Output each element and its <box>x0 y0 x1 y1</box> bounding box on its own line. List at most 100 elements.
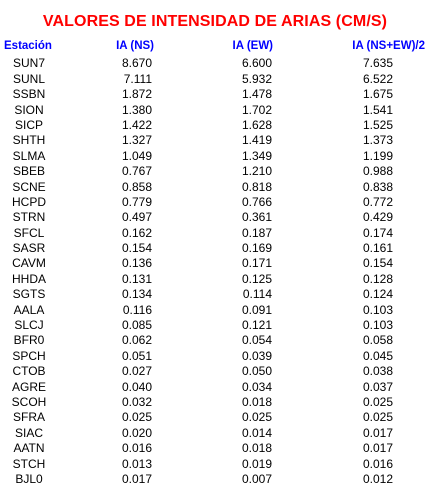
ia-average-cell: 6.522 <box>362 71 393 86</box>
ia-ns-cell: 0.767 <box>121 164 152 179</box>
ia-average-cell: 0.429 <box>362 210 393 225</box>
ia-ns-cell: 0.027 <box>121 364 152 379</box>
ia-ew-cell: 0.050 <box>241 364 272 379</box>
station-cell: SICP <box>14 117 43 132</box>
station-cell: SGTS <box>12 287 46 302</box>
ia-ns-cell: 0.051 <box>121 348 152 363</box>
ia-ns-cell: 7.111 <box>123 71 152 86</box>
ia-ew-cell: 1.419 <box>241 133 272 148</box>
arias-intensity-table: Estación IA (NS) IA (EW) IA (NS+EW)/2 SU… <box>0 39 430 487</box>
station-cell: CTOB <box>12 364 46 379</box>
ia-ns-cell: 1.049 <box>121 148 152 163</box>
station-cell: BFR0 <box>13 333 45 348</box>
ia-average-cell: 0.772 <box>362 194 393 209</box>
ia-ns-cell: 0.497 <box>121 210 152 225</box>
ia-average-cell: 0.838 <box>362 179 393 194</box>
station-cell: SPCH <box>12 348 46 363</box>
ia-average-cell: 0.154 <box>362 256 393 271</box>
table-row: STRN 0.497 0.361 0.429 <box>0 210 430 225</box>
ia-ew-cell: 0.039 <box>241 348 272 363</box>
ia-ns-cell: 0.779 <box>121 194 152 209</box>
header-ia-ns: IA (NS) <box>116 40 154 52</box>
ia-ew-cell: 6.600 <box>241 56 272 71</box>
station-cell: SCNE <box>12 179 46 194</box>
station-cell: AGRE <box>11 379 46 394</box>
ia-average-cell: 0.103 <box>362 318 393 333</box>
ia-average-cell: 1.675 <box>362 87 393 102</box>
station-cell: SBEB <box>12 164 45 179</box>
ia-ew-cell: 0.361 <box>241 210 272 225</box>
ia-average-cell: 1.373 <box>362 133 393 148</box>
station-cell: STRN <box>12 210 46 225</box>
ia-ns-cell: 0.136 <box>121 256 152 271</box>
ia-ns-cell: 0.025 <box>121 410 152 425</box>
ia-ew-cell: 0.025 <box>241 410 272 425</box>
station-cell: HHDA <box>11 271 46 286</box>
ia-ns-cell: 0.162 <box>121 225 152 240</box>
station-cell: SCOH <box>11 394 47 409</box>
header-ia-ew: IA (EW) <box>232 40 273 52</box>
station-cell: AALA <box>13 302 45 317</box>
ia-ew-cell: 0.818 <box>241 179 272 194</box>
ia-ew-cell: 0.018 <box>241 441 272 456</box>
page-title: VALORES DE INTENSIDAD DE ARIAS (CM/S) <box>42 13 388 30</box>
station-cell: AATN <box>13 441 45 456</box>
ia-ew-cell: 0.018 <box>241 394 272 409</box>
station-cell: SIAC <box>14 425 43 440</box>
ia-average-cell: 0.012 <box>362 471 393 486</box>
header-ia-average: IA (NS+EW)/2 <box>352 40 425 52</box>
ia-average-cell: 0.017 <box>362 441 393 456</box>
ia-ns-cell: 0.016 <box>121 441 152 456</box>
ia-ns-cell: 1.380 <box>121 102 152 117</box>
ia-ew-cell: 0.091 <box>241 302 272 317</box>
ia-ns-cell: 0.062 <box>121 333 152 348</box>
station-cell: SUNL <box>12 71 45 86</box>
ia-average-cell: 0.017 <box>362 425 393 440</box>
ia-ns-cell: 0.040 <box>121 379 152 394</box>
ia-ew-cell: 0.054 <box>241 333 272 348</box>
ia-ew-cell: 0.125 <box>241 271 272 286</box>
ia-ew-cell: 1.478 <box>241 87 272 102</box>
ia-ew-cell: 1.702 <box>241 102 272 117</box>
table-header: Estación IA (NS) IA (EW) IA (NS+EW)/2 <box>0 39 430 54</box>
ia-average-cell: 0.174 <box>362 225 393 240</box>
ia-ew-cell: 1.349 <box>241 148 272 163</box>
station-cell: SUN7 <box>12 56 45 71</box>
ia-ns-cell: 1.872 <box>121 87 152 102</box>
station-cell: SLCJ <box>14 318 44 333</box>
ia-ew-cell: 0.034 <box>241 379 272 394</box>
ia-ew-cell: 0.169 <box>241 241 272 256</box>
ia-ew-cell: 0.171 <box>241 256 272 271</box>
ia-ns-cell: 0.154 <box>121 241 152 256</box>
ia-ns-cell: 8.670 <box>121 56 152 71</box>
header-station: Estación <box>4 40 52 52</box>
station-cell: BJL0 <box>15 471 43 486</box>
ia-ns-cell: 0.013 <box>121 456 152 471</box>
ia-average-cell: 0.025 <box>362 394 393 409</box>
station-cell: SFCL <box>13 225 45 240</box>
station-cell: SION <box>14 102 44 117</box>
ia-average-cell: 0.161 <box>362 241 393 256</box>
